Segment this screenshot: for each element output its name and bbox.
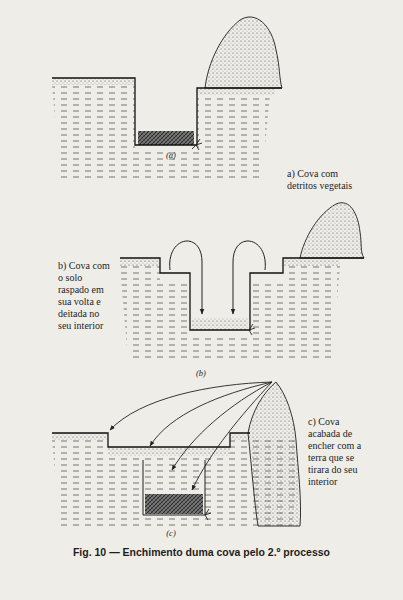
diagram-b bbox=[120, 203, 364, 360]
figure-note: a) Cova com detritos vegetais bbox=[287, 168, 367, 192]
diagram-c bbox=[52, 382, 301, 528]
figure-note: b) Cova com o solo raspado em sua volta … bbox=[58, 260, 112, 332]
figure-note: c) Cova acabada de encher com a terra qu… bbox=[308, 416, 364, 488]
diagram-a bbox=[52, 17, 282, 178]
figure-letter: (c) bbox=[156, 528, 186, 538]
figure-letter: (b) bbox=[186, 368, 216, 378]
figure-letter: (a) bbox=[156, 150, 186, 160]
figure-caption: Fig. 10 — Enchimento duma cova pelo 2.º … bbox=[20, 546, 383, 559]
